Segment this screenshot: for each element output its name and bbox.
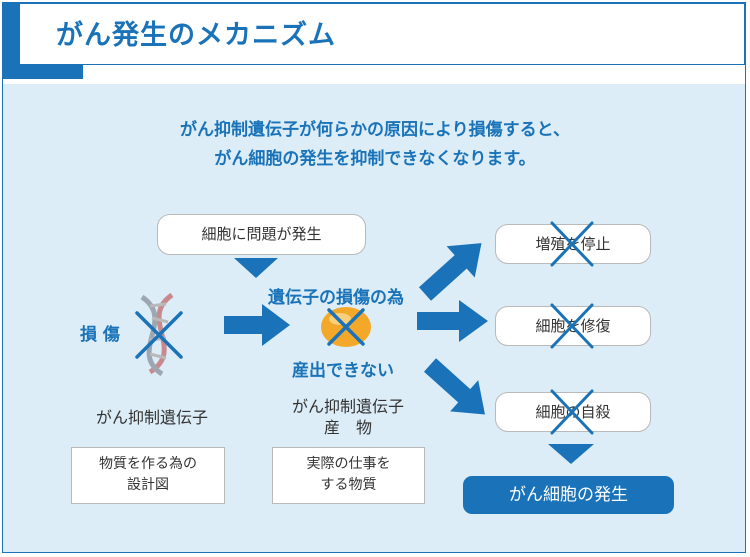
down-arrow-final (548, 444, 594, 464)
outcome-1-cross-icon (550, 221, 594, 267)
middle-top-label: 遺伝子の損傷の為 (268, 288, 404, 308)
gene-desc-line-1: 物質を作る為の (99, 456, 197, 472)
product-desc-line-1: 実際の仕事を (306, 456, 391, 472)
final-label: がん細胞の発生 (509, 485, 628, 505)
middle-bottom-label: 産出できない (292, 361, 394, 381)
page-title: がん発生のメカニズム (56, 20, 336, 51)
trigger-text: 細胞に問題が発生 (201, 225, 322, 243)
product-desc-box: 実際の仕事を する物質 (272, 447, 425, 504)
dna-cross-icon (135, 311, 183, 359)
outcome-2-cross-icon (550, 303, 594, 349)
outcome-3-cross-icon (550, 389, 594, 435)
gene-label: がん抑制遺伝子 (95, 408, 208, 427)
intro-line-2: がん細胞の発生を抑制できなくなります。 (214, 149, 536, 169)
title-box (19, 3, 745, 65)
product-cross-icon (327, 308, 365, 346)
product-label-line-1: がん抑制遺伝子 (291, 397, 404, 416)
product-label: がん抑制遺伝子 産 物 (268, 396, 428, 438)
intro-line-1: がん抑制遺伝子が何らかの原因により損傷すると、 (180, 120, 570, 140)
damage-label: 損 傷 (80, 325, 120, 345)
arrow-to-outcome-1 (418, 243, 482, 301)
trigger-box: 細胞に問題が発生 (157, 214, 366, 255)
arrow-to-outcome-3 (423, 358, 485, 415)
product-label-line-2: 産 物 (323, 418, 372, 437)
arrow-to-outcome-2 (417, 300, 488, 342)
arrow-to-middle (224, 304, 290, 346)
down-arrow-trigger (234, 258, 278, 278)
gene-desc-line-2: 設計図 (127, 477, 169, 493)
final-result-box: がん細胞の発生 (463, 476, 674, 514)
intro-text: がん抑制遺伝子が何らかの原因により損傷すると、 がん細胞の発生を抑制できなくなり… (0, 116, 750, 174)
product-desc-line-2: する物質 (320, 477, 377, 493)
gene-desc-box: 物質を作る為の 設計図 (71, 447, 225, 504)
